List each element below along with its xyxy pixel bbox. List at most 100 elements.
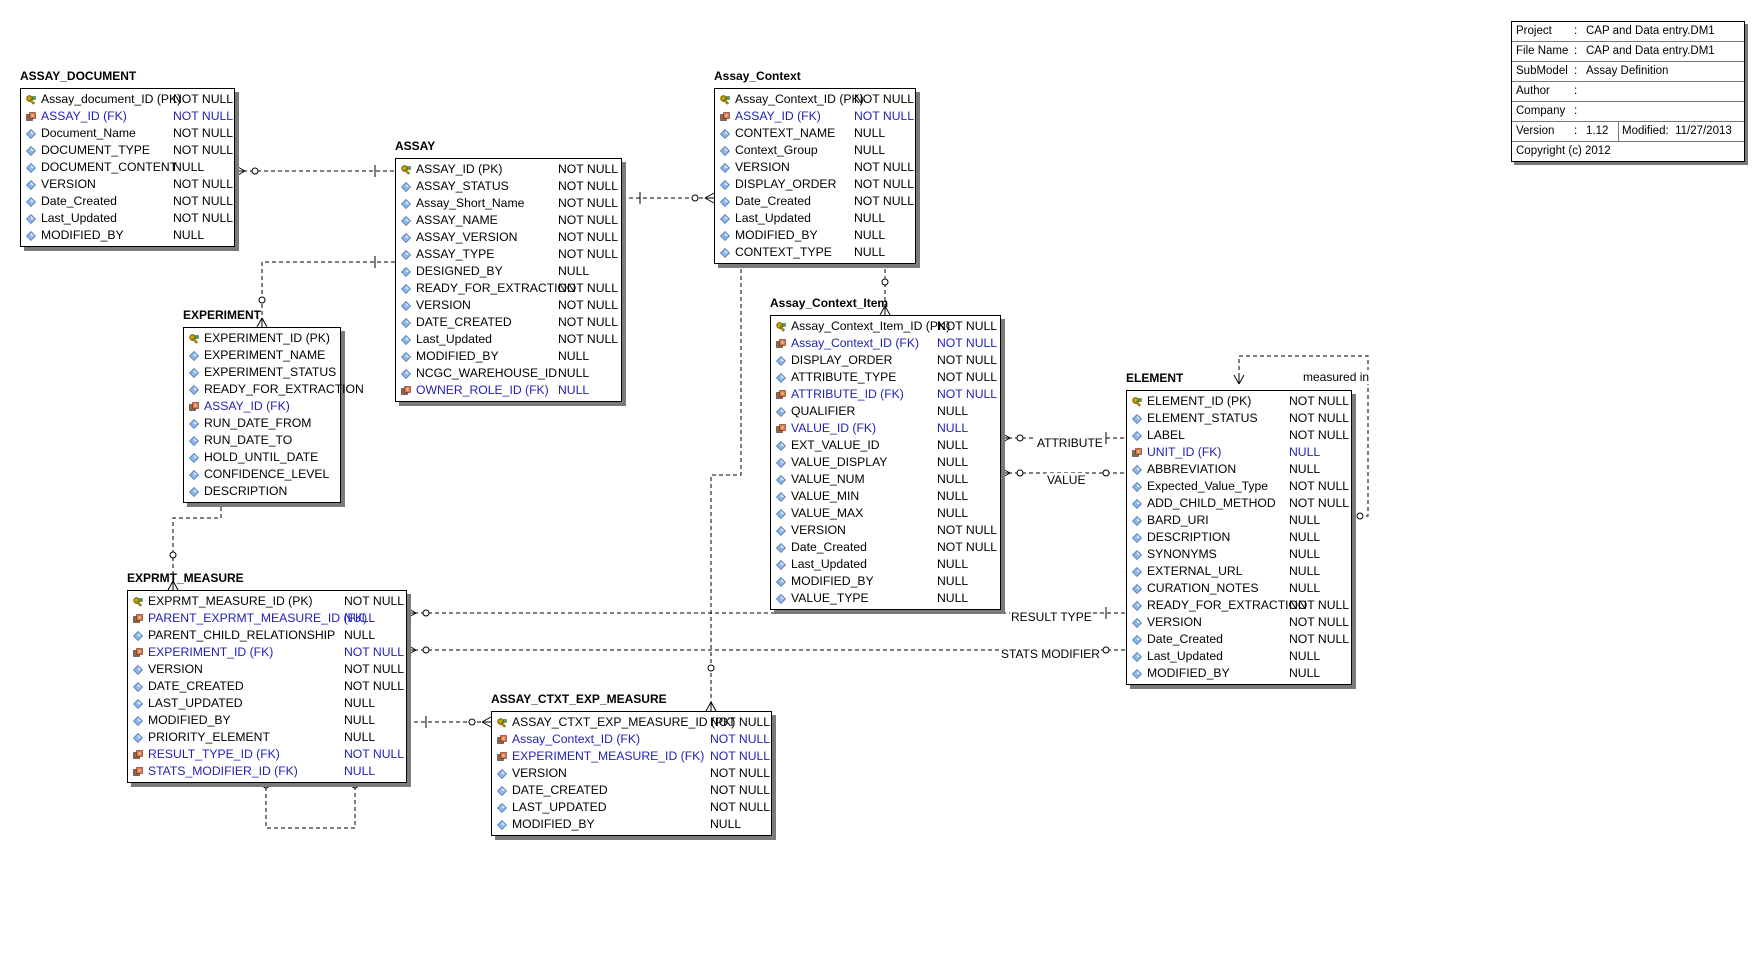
entity-column-row[interactable]: ASSAY_ID (FK)	[184, 398, 340, 415]
entity-column-row[interactable]: Assay_Context_ID (FK)NOT NULL	[492, 731, 771, 748]
entity-column-row[interactable]: EXPRMT_MEASURE_ID (PK)NOT NULL	[128, 593, 406, 610]
entity-column-row[interactable]: OWNER_ROLE_ID (FK)NULL	[396, 382, 621, 399]
primary-key-icon	[401, 165, 411, 175]
entity-column-row[interactable]: EXPERIMENT_MEASURE_ID (FK)NOT NULL	[492, 748, 771, 765]
entity-column-row[interactable]: ASSAY_CTXT_EXP_MEASURE_ID (PK)NOT NULL	[492, 714, 771, 731]
entity-column-row[interactable]: Assay_document_ID (PK)NOT NULL	[21, 91, 234, 108]
entity-column-row[interactable]: RESULT_TYPE_ID (FK)NOT NULL	[128, 746, 406, 763]
entity-column-row[interactable]: Assay_Context_ID (PK)NOT NULL	[715, 91, 915, 108]
entity-column-row[interactable]: EXPERIMENT_ID (PK)	[184, 330, 340, 347]
entity-column-row[interactable]: VALUE_ID (FK)NULL	[771, 420, 1000, 437]
entity-column-row[interactable]: ATTRIBUTE_ID (FK)NOT NULL	[771, 386, 1000, 403]
entity-column-row[interactable]: RUN_DATE_TO	[184, 432, 340, 449]
entity-column-row[interactable]: ASSAY_ID (PK)NOT NULL	[396, 161, 621, 178]
entity-column-row[interactable]: ELEMENT_ID (PK)NOT NULL	[1127, 393, 1351, 410]
relationship-label-result-type: RESULT TYPE	[1010, 610, 1093, 624]
entity-column-row[interactable]: EXPERIMENT_ID (FK)NOT NULL	[128, 644, 406, 661]
entity-column-row[interactable]: READY_FOR_EXTRACTION	[184, 381, 364, 398]
entity-column-row[interactable]: ASSAY_ID (FK)NOT NULL	[21, 108, 234, 125]
entity-column-row[interactable]: ASSAY_ID (FK)NOT NULL	[715, 108, 915, 125]
entity-column-row[interactable]: EXPERIMENT_NAME	[184, 347, 340, 364]
entity-column-row[interactable]: PARENT_EXPRMT_MEASURE_ID (FK)NULL	[128, 610, 406, 627]
entity-column-row[interactable]: UNIT_ID (FK)NULL	[1127, 444, 1351, 461]
entity-column-row[interactable]: HOLD_UNTIL_DATE	[184, 449, 340, 466]
entity-title: Assay_Context	[714, 69, 801, 83]
entity-column-row[interactable]: STATS_MODIFIER_ID (FK)NULL	[128, 763, 406, 780]
foreign-key-icon	[1132, 448, 1142, 457]
entity-column-row[interactable]: RUN_DATE_FROM	[184, 415, 340, 432]
entity-column-row[interactable]: Assay_Context_Item_ID (PK)NOT NULL	[771, 318, 1000, 335]
attribute-icon	[26, 231, 36, 241]
entity-column-row[interactable]: Assay_Context_ID (FK)NOT NULL	[771, 335, 1000, 352]
entity-column-row[interactable]: DESCRIPTION	[184, 483, 340, 500]
entity-column-row[interactable]: EXPERIMENT_STATUS	[184, 364, 340, 381]
entity-column-row[interactable]: CONFIDENCE_LEVEL	[184, 466, 340, 483]
